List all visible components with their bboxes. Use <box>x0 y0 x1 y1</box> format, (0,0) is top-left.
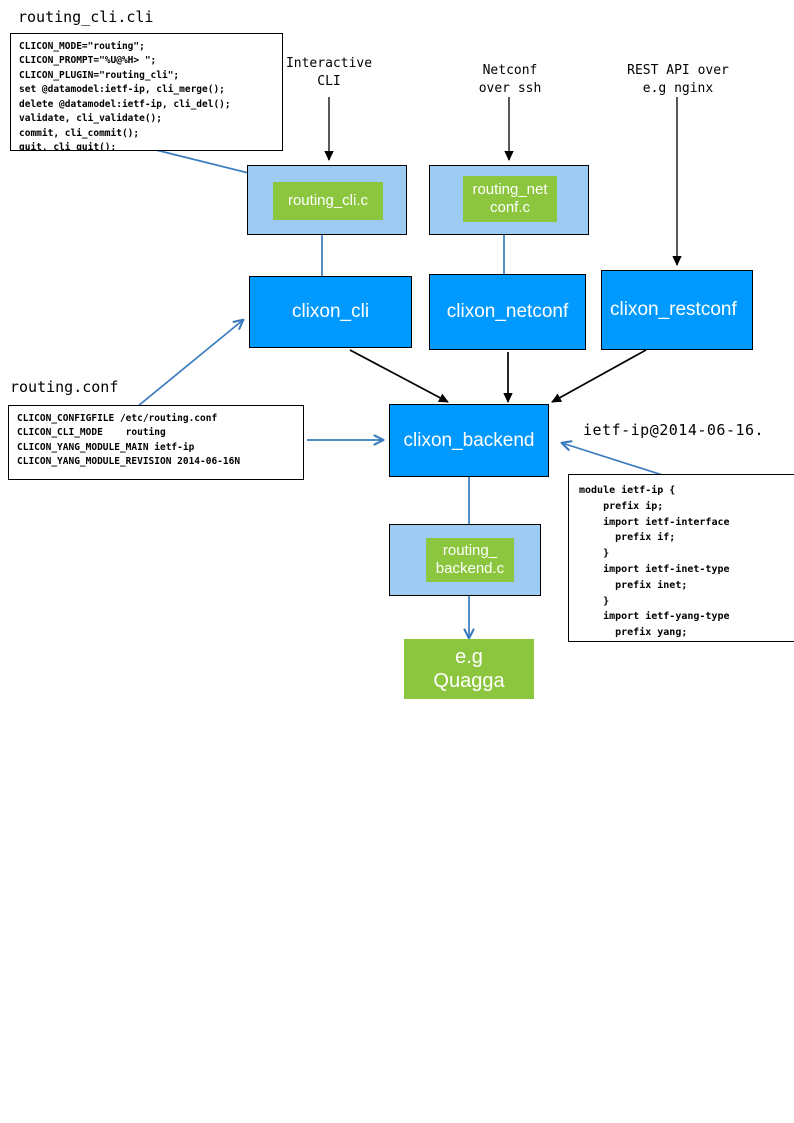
routing-backend-plugin-host[interactable]: routing_backend.c <box>389 524 541 596</box>
routing-cli-plugin-chip[interactable]: routing_cli.c <box>273 182 383 220</box>
cli-spec-file-card: CLICON_MODE="routing"; CLICON_PROMPT="%U… <box>10 33 283 151</box>
yang-file-card: module ietf-ip { prefix ip; import ietf-… <box>568 474 794 642</box>
cli-spec-title: routing_cli.cli <box>18 8 154 26</box>
clixon-cli-process[interactable]: clixon_cli <box>249 276 412 348</box>
clixon-restconf-process[interactable]: clixon_restconf <box>601 270 753 350</box>
clixon-backend-process[interactable]: clixon_backend <box>389 404 549 477</box>
clixon-netconf-process[interactable]: clixon_netconf <box>429 274 586 350</box>
routing-cli-plugin-host[interactable]: routing_cli.c <box>247 165 407 235</box>
routing-backend-plugin-chip[interactable]: routing_backend.c <box>426 538 514 582</box>
yang-title: ietf-ip@2014-06-16. <box>583 421 765 439</box>
conf-title: routing.conf <box>10 378 119 396</box>
conf-file-card: CLICON_CONFIGFILE /etc/routing.conf CLIC… <box>8 405 304 480</box>
frontend-to-backend-arrows <box>349 349 647 403</box>
